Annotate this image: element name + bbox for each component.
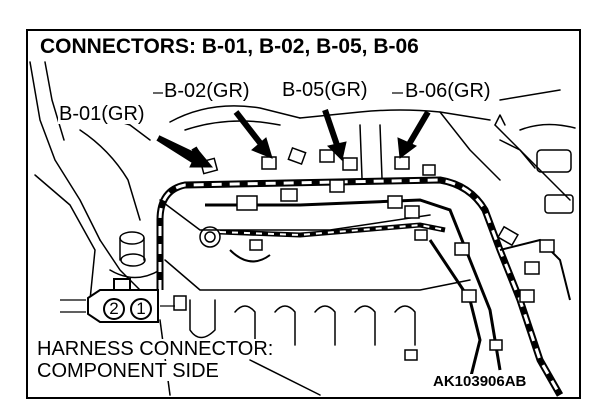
diagram-title: CONNECTORS: B-01, B-02, B-05, B-06 <box>38 35 421 58</box>
harness-note-line1: HARNESS CONNECTOR: <box>35 338 276 360</box>
connector-label-b01: B-01(GR) <box>58 103 146 125</box>
harness-note-line2: COMPONENT SIDE <box>35 360 221 382</box>
connector-label-b05: B-05(GR) <box>281 79 369 101</box>
connector-pin-1: 1 <box>130 298 152 320</box>
engine-outline <box>29 61 576 396</box>
connector-label-b02: B-02(GR) <box>163 80 251 102</box>
connector-label-b06: B-06(GR) <box>404 80 492 102</box>
callout-arrows <box>156 109 431 168</box>
diagram-border <box>26 29 581 399</box>
connector-pin-2: 2 <box>103 298 125 320</box>
connector-blocks <box>173 147 555 361</box>
figure-code: AK103906AB <box>432 373 528 390</box>
wire-harness <box>156 176 571 397</box>
